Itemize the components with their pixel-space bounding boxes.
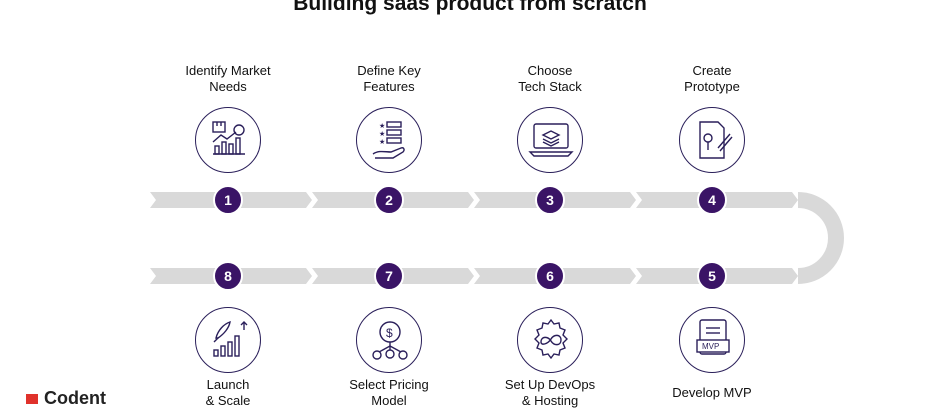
process-track xyxy=(150,192,844,284)
step-5-label: Develop MVP xyxy=(672,385,752,400)
step-5-number: 5 xyxy=(697,261,727,291)
brand-logo: Codent xyxy=(26,388,106,409)
feature-list-icon: ★ ★ ★ xyxy=(356,107,422,173)
laptop-stack-icon xyxy=(517,107,583,173)
devops-gear-icon xyxy=(517,307,583,373)
svg-text:$: $ xyxy=(386,326,393,340)
svg-text:MVP: MVP xyxy=(702,342,719,351)
mvp-document-icon: MVP xyxy=(679,307,745,373)
track-uturn xyxy=(797,192,844,284)
step-3-number: 3 xyxy=(535,185,565,215)
step-2-number: 2 xyxy=(374,185,404,215)
step-6-number: 6 xyxy=(535,261,565,291)
prototype-document-icon xyxy=(679,107,745,173)
logo-mark-icon xyxy=(26,394,38,405)
rocket-growth-icon xyxy=(195,307,261,373)
step-4-number: 4 xyxy=(697,185,727,215)
step-6-label: Set Up DevOps& Hosting xyxy=(504,377,596,408)
step-1-number: 1 xyxy=(213,185,243,215)
step-7-number: 7 xyxy=(374,261,404,291)
svg-text:★: ★ xyxy=(379,138,385,146)
step-8-label: Launch& Scale xyxy=(205,377,251,408)
market-research-icon xyxy=(195,107,261,173)
pricing-coin-icon: $ xyxy=(356,307,422,373)
step-8-number: 8 xyxy=(213,261,243,291)
page-title: Building saas product from scratch xyxy=(293,0,647,15)
svg-text:★: ★ xyxy=(379,122,385,130)
svg-text:★: ★ xyxy=(379,130,385,138)
